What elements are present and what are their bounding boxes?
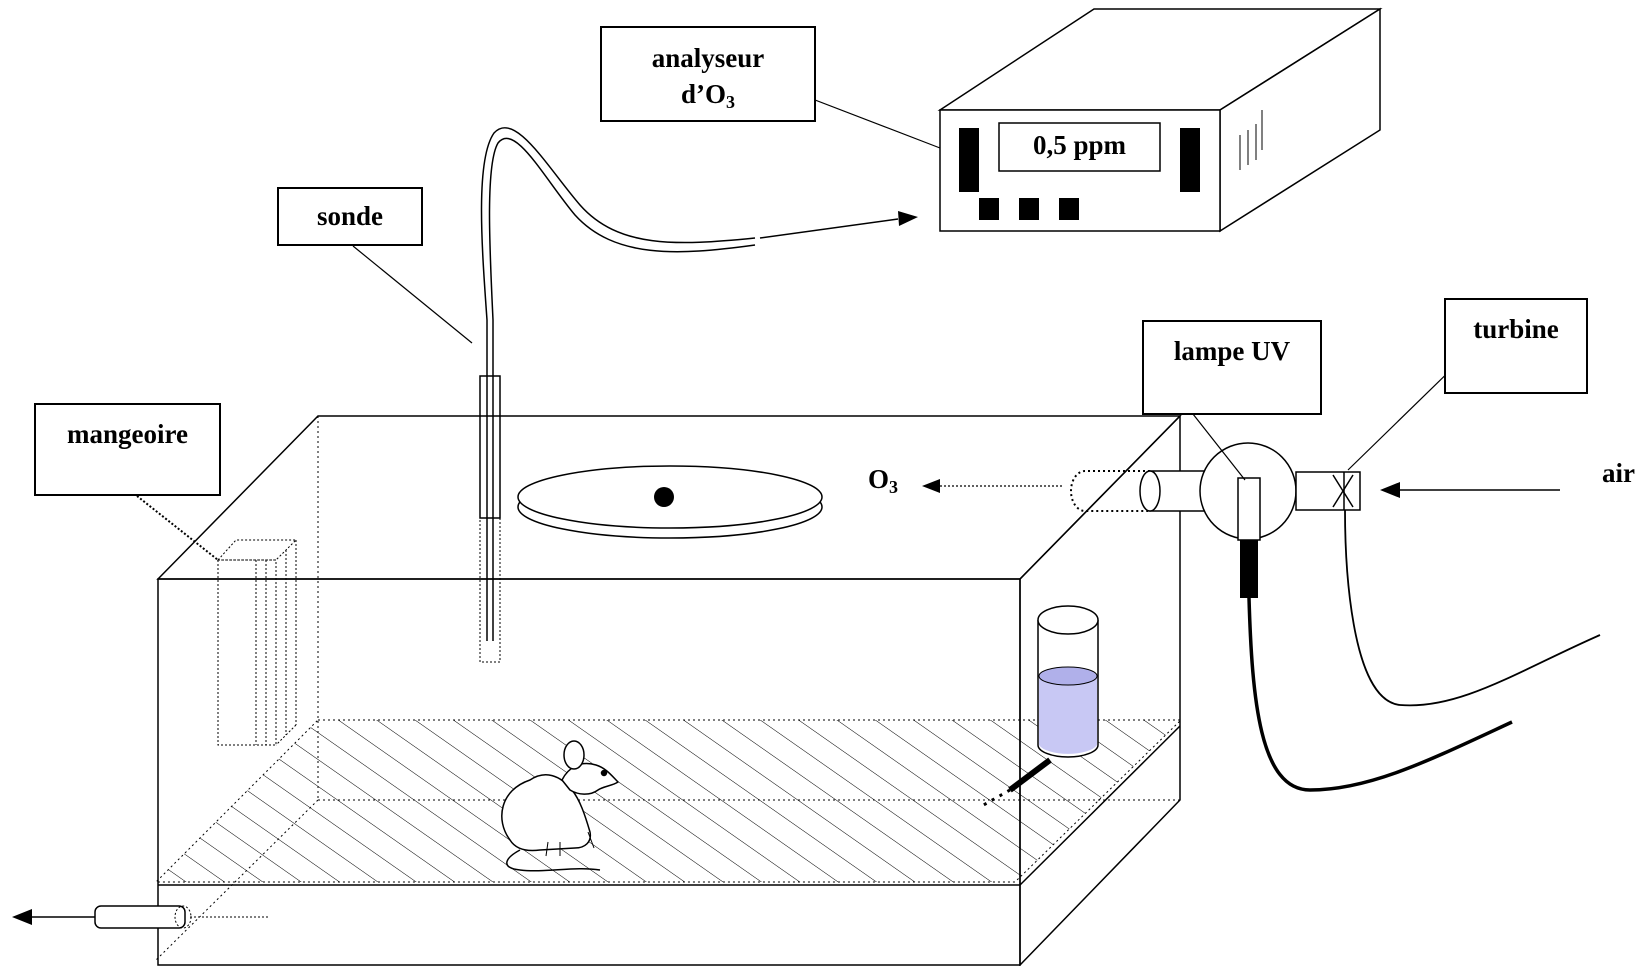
analyzer-label-line2: d’O3 [680, 79, 735, 112]
analyzer-label-line1: analyseur [651, 43, 765, 73]
feeder-label: mangeoire [34, 403, 221, 496]
cage-floor-litter [154, 719, 1183, 883]
ozone-label: O3 [868, 464, 899, 497]
turbine-label: turbine [1444, 298, 1588, 394]
probe-label: sonde [277, 187, 423, 246]
exhaust-tube [12, 905, 270, 929]
ozone-analyzer [937, 7, 1383, 233]
ozone-generator [922, 442, 1601, 792]
diffuser-disc [517, 465, 823, 539]
cage [154, 414, 1183, 967]
feeder [216, 539, 298, 746]
analyzer-label: analyseur d’O3 [600, 26, 816, 122]
uv-lamp-label: lampe UV [1142, 320, 1322, 415]
cage-side [1019, 414, 1181, 967]
analyzer-display-reading: 0,5 ppm [1032, 130, 1127, 160]
mouse [501, 740, 620, 872]
water-bottle [979, 605, 1099, 809]
air-label: air [1602, 458, 1635, 488]
probe [479, 127, 918, 663]
